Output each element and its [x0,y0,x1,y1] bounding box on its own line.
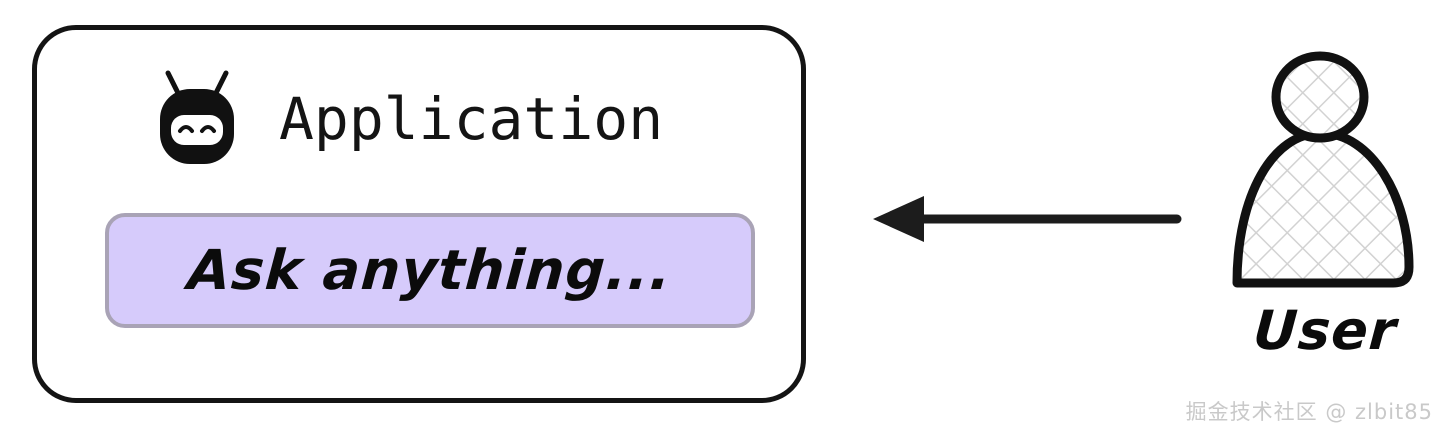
ask-anything-input[interactable]: Ask anything... [105,213,755,328]
application-header: Application [149,70,663,168]
application-title: Application [279,85,664,153]
user-actor-label: User [1251,299,1399,362]
robot-icon [149,70,245,168]
application-container: Application Ask anything... [32,25,806,403]
user-actor-icon [1225,45,1425,295]
watermark: 掘金技术社区 @ zlbit85 [1185,400,1433,424]
ask-anything-placeholder: Ask anything... [185,238,675,302]
